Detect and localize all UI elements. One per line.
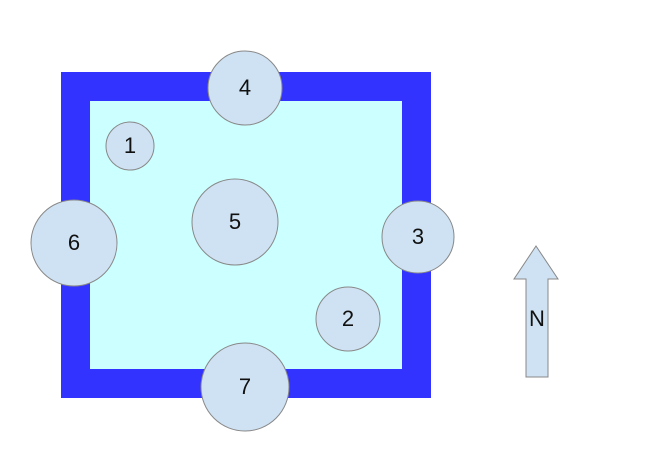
node-6-label: 6 bbox=[68, 230, 80, 255]
node-3-circle bbox=[381, 200, 455, 274]
node-1[interactable]: 1 bbox=[105, 121, 155, 171]
node-4[interactable]: 4 bbox=[207, 50, 283, 126]
node-7[interactable]: 7 bbox=[200, 342, 290, 432]
node-5[interactable]: 5 bbox=[191, 178, 279, 266]
node-5-label: 5 bbox=[229, 209, 241, 234]
node-2[interactable]: 2 bbox=[315, 286, 381, 352]
node-2-label: 2 bbox=[342, 306, 354, 331]
node-3[interactable]: 3 bbox=[381, 200, 455, 274]
node-1-circle bbox=[105, 121, 155, 171]
node-5-circle bbox=[191, 178, 279, 266]
node-7-circle bbox=[200, 342, 290, 432]
node-6[interactable]: 6 bbox=[30, 199, 118, 287]
node-7-label: 7 bbox=[239, 374, 251, 399]
node-4-circle bbox=[207, 50, 283, 126]
node-1-label: 1 bbox=[124, 133, 136, 158]
node-4-label: 4 bbox=[239, 75, 251, 100]
north-arrow-icon bbox=[513, 245, 559, 378]
north-arrow: N bbox=[513, 245, 559, 378]
node-6-circle bbox=[30, 199, 118, 287]
north-arrow-label: N bbox=[529, 306, 545, 331]
node-3-label: 3 bbox=[412, 224, 424, 249]
node-2-circle bbox=[315, 286, 381, 352]
